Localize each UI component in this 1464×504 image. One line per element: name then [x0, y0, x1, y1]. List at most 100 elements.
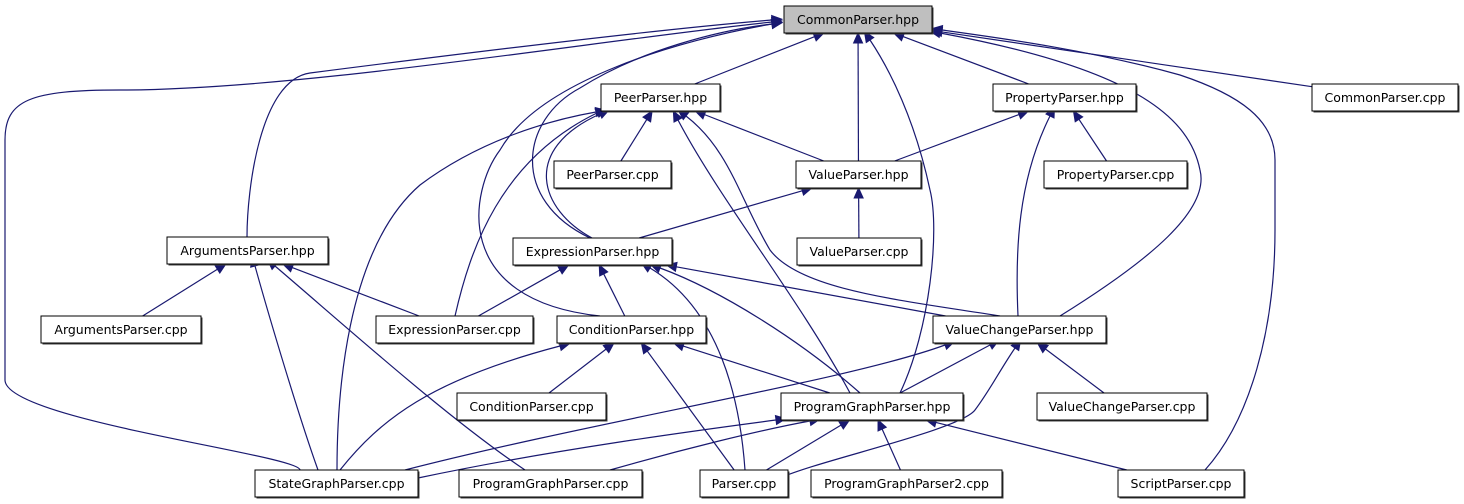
edge-line: [454, 112, 598, 317]
node-valuechange-hpp[interactable]: ValueChangeParser.hpp: [932, 315, 1108, 345]
edge-line: [1045, 348, 1105, 394]
node-valuechange-cpp[interactable]: ValueChangeParser.cpp: [1036, 392, 1209, 422]
node-label: PeerParser.cpp: [566, 167, 658, 182]
edge-programgraph_hpp-to-common_hpp: [863, 30, 935, 394]
node-box: [375, 315, 534, 344]
edge-value_hpp-to-peer_hpp: [694, 109, 825, 162]
node-box: [699, 469, 789, 498]
edge-line: [941, 29, 1276, 471]
edge-line: [254, 265, 319, 471]
node-box: [600, 83, 721, 112]
node-box: [40, 315, 202, 344]
node-label: Parser.cpp: [712, 476, 777, 491]
edge-line: [142, 268, 218, 317]
edge-line: [545, 113, 601, 239]
edge-line: [902, 35, 1029, 85]
node-box: [1036, 392, 1208, 421]
node-box: [166, 236, 329, 265]
node-label: ProgramGraphParser.cpp: [473, 476, 629, 491]
node-box: [932, 315, 1107, 344]
edge-line: [649, 267, 746, 471]
edge-expression_cpp-to-peer_hpp: [454, 108, 608, 317]
edge-arrowhead: [930, 24, 944, 36]
edge-arrowhead: [770, 16, 784, 28]
edge-parser_cpp-to-condition_hpp: [640, 342, 735, 471]
edge-programgraph_hpp-to-peer_hpp: [672, 110, 851, 394]
edge-line: [939, 32, 1202, 317]
node-programgraph2-cpp[interactable]: ProgramGraphParser2.cpp: [810, 469, 1004, 499]
edge-valuechange_hpp-to-property_hpp: [1016, 105, 1056, 317]
node-label: PropertyParser.cpp: [1057, 167, 1175, 182]
node-script-cpp[interactable]: ScriptParser.cpp: [1117, 469, 1246, 499]
edge-line: [336, 111, 597, 471]
node-box: [795, 160, 922, 189]
edge-line: [683, 345, 831, 394]
node-label: ExpressionParser.cpp: [388, 322, 521, 337]
edge-arrowhead: [642, 109, 653, 123]
edge-line: [4, 21, 773, 471]
node-box: [780, 392, 964, 421]
node-property-cpp[interactable]: PropertyParser.cpp: [1043, 160, 1189, 190]
edge-line: [1016, 115, 1051, 317]
edge-value_cpp-to-value_hpp: [853, 186, 864, 239]
node-box: [1043, 160, 1188, 189]
node-condition-hpp[interactable]: ConditionParser.hpp: [556, 315, 708, 345]
node-arguments-cpp[interactable]: ArgumentsParser.cpp: [40, 315, 203, 345]
node-box: [553, 160, 672, 189]
node-peer-cpp[interactable]: PeerParser.cpp: [553, 160, 673, 190]
edge-line: [548, 348, 607, 394]
edge-line: [646, 350, 735, 471]
edge-line: [659, 267, 861, 394]
node-label: ConditionParser.hpp: [569, 322, 694, 337]
node-box: [556, 315, 707, 344]
node-expression-cpp[interactable]: ExpressionParser.cpp: [375, 315, 535, 345]
node-programgraph-cpp[interactable]: ProgramGraphParser.cpp: [458, 469, 644, 499]
node-property-hpp[interactable]: PropertyParser.hpp: [992, 83, 1138, 113]
node-label: ConditionParser.cpp: [469, 399, 593, 414]
edge-value_hpp-to-common_hpp: [852, 31, 864, 162]
node-expression-hpp[interactable]: ExpressionParser.hpp: [512, 237, 674, 267]
edge-programgraph_hpp-to-valuechange_hpp: [899, 339, 1000, 394]
node-label: ScriptParser.cpp: [1131, 476, 1232, 491]
edge-arrowhead: [640, 342, 652, 355]
node-box: [992, 83, 1137, 112]
edge-programgraph_cpp-to-arguments_hpp: [266, 258, 526, 471]
node-common-hpp: CommonParser.hpp: [783, 5, 934, 35]
edge-line: [404, 344, 946, 471]
edge-line: [894, 113, 1020, 162]
node-box: [254, 469, 419, 498]
node-value-cpp[interactable]: ValueParser.cpp: [796, 237, 923, 267]
edge-peer_hpp-to-common_hpp: [694, 31, 825, 85]
edge-expression_cpp-to-expression_hpp: [478, 264, 570, 317]
node-label: PropertyParser.hpp: [1005, 90, 1124, 105]
edge-line: [881, 428, 901, 471]
node-peer-hpp[interactable]: PeerParser.hpp: [600, 83, 722, 113]
edge-condition_cpp-to-condition_hpp: [548, 342, 615, 394]
node-label: StateGraphParser.cpp: [268, 476, 404, 491]
node-value-hpp[interactable]: ValueParser.hpp: [795, 160, 923, 190]
node-arguments-hpp[interactable]: ArgumentsParser.hpp: [166, 236, 330, 266]
node-label: ProgramGraphParser.hpp: [794, 399, 951, 414]
edge-line: [677, 119, 851, 394]
edge-line: [478, 23, 773, 317]
edge-arguments_cpp-to-arguments_hpp: [142, 263, 227, 317]
edge-line: [941, 31, 1313, 88]
node-parser-cpp[interactable]: Parser.cpp: [699, 469, 790, 499]
node-condition-cpp[interactable]: ConditionParser.cpp: [456, 392, 608, 422]
node-box: [1117, 469, 1245, 498]
node-label: ValueParser.cpp: [809, 244, 908, 259]
edge-line: [676, 266, 946, 317]
node-programgraph-hpp[interactable]: ProgramGraphParser.hpp: [780, 392, 965, 422]
edge-arrowhead: [672, 110, 683, 123]
edge-line: [417, 419, 777, 479]
node-label: ValueParser.hpp: [808, 167, 908, 182]
node-box: [512, 237, 673, 266]
node-label: CommonParser.hpp: [797, 12, 919, 27]
edge-valuechange_cpp-to-valuechange_hpp: [1036, 342, 1105, 394]
node-stategraph-cpp[interactable]: StateGraphParser.cpp: [254, 469, 420, 499]
edge-script_cpp-to-common_hpp: [930, 24, 1276, 471]
node-common-cpp[interactable]: CommonParser.cpp: [1311, 83, 1460, 113]
edge-arguments_hpp-to-common_hpp: [246, 14, 784, 238]
edge-line: [478, 269, 561, 317]
node-box: [458, 469, 643, 498]
